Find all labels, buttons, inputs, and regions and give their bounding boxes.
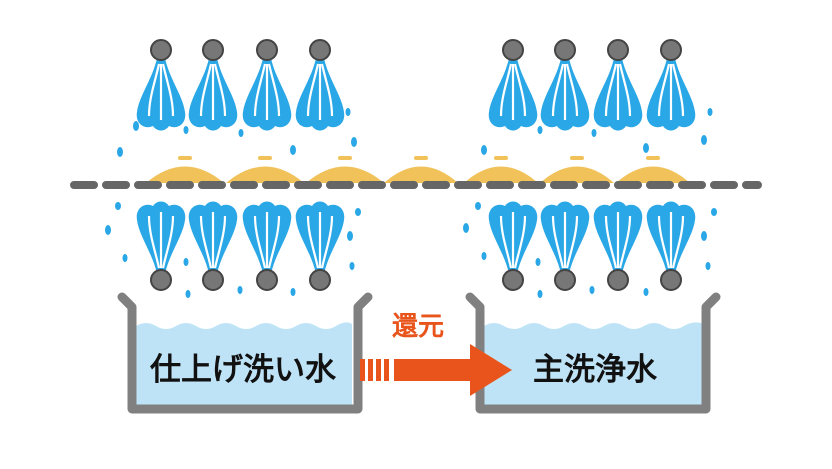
nozzle-icon — [150, 39, 172, 61]
spray-icon — [592, 56, 644, 132]
spray-icon — [189, 202, 238, 275]
dish-icon — [464, 166, 538, 183]
arrow-icon — [360, 344, 512, 396]
nozzle-icon — [150, 269, 172, 291]
dish-icon — [146, 166, 224, 183]
spray-icon — [647, 202, 696, 275]
spray-icon — [296, 202, 345, 275]
nozzle-icon — [309, 39, 331, 61]
main-wash-water-label: 主洗浄水 — [533, 352, 657, 388]
tank-left — [122, 297, 368, 410]
nozzle-icon — [607, 269, 629, 291]
bottom-sprays-left — [137, 202, 345, 291]
dish-icon — [540, 166, 614, 183]
spray-icon — [294, 56, 346, 132]
bottom-sprays-right — [489, 202, 696, 291]
tank-left-water — [136, 322, 352, 410]
final-rinse-water-label: 仕上げ洗い水 — [150, 352, 336, 388]
dish-icon — [226, 166, 304, 183]
tank-right — [470, 297, 716, 410]
spray-icon — [489, 202, 538, 275]
spray-icon — [241, 56, 293, 132]
nozzle-icon — [660, 39, 682, 61]
dish-icon — [306, 166, 384, 183]
return-label: 還元 — [391, 312, 444, 342]
spray-icon — [594, 202, 643, 275]
spray-icon — [541, 202, 590, 275]
nozzle-icon — [256, 39, 278, 61]
water-droplets — [105, 108, 717, 298]
spray-icon — [539, 56, 591, 132]
top-sprays-right — [487, 39, 697, 132]
nozzle-icon — [554, 39, 576, 61]
dishes — [146, 156, 690, 183]
top-sprays-left — [135, 39, 346, 132]
nozzle-icon — [660, 269, 682, 291]
nozzle-icon — [309, 269, 331, 291]
nozzle-icon — [502, 269, 524, 291]
nozzle-icon — [607, 39, 629, 61]
dish-icon — [384, 166, 458, 183]
dish-icon — [616, 166, 690, 183]
nozzle-icon — [256, 269, 278, 291]
spray-icon — [135, 56, 187, 132]
spray-icon — [137, 202, 186, 275]
nozzle-icon — [502, 39, 524, 61]
nozzle-icon — [202, 39, 224, 61]
nozzle-icon — [202, 269, 224, 291]
spray-icon — [243, 202, 292, 275]
tank-right-water — [484, 322, 704, 410]
nozzle-icon — [554, 269, 576, 291]
spray-icon — [187, 56, 239, 132]
spray-icon — [645, 56, 697, 132]
